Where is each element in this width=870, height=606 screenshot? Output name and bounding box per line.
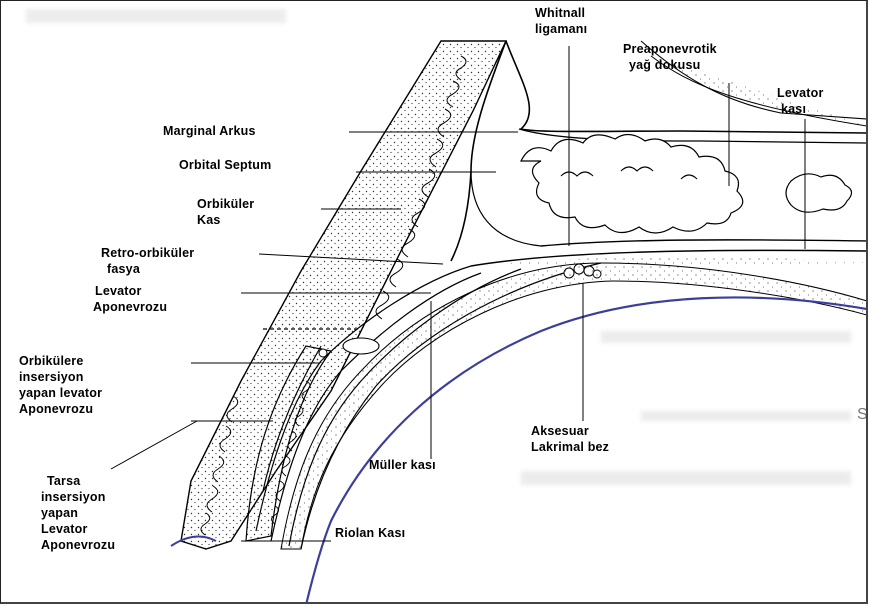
levator-muscle [541, 240, 867, 246]
background-letter: S [857, 406, 868, 424]
skin-band [181, 41, 506, 549]
label-marginal-arcus: Marginal Arkus [163, 123, 256, 139]
preaponeurotic-fat [521, 134, 852, 233]
muller-gland [343, 338, 379, 354]
label-orbital-septum: Orbital Septum [179, 157, 271, 173]
label-riolan-muscle: Riolan Kası [335, 525, 405, 541]
label-muller-muscle: Müller kası [369, 457, 436, 473]
